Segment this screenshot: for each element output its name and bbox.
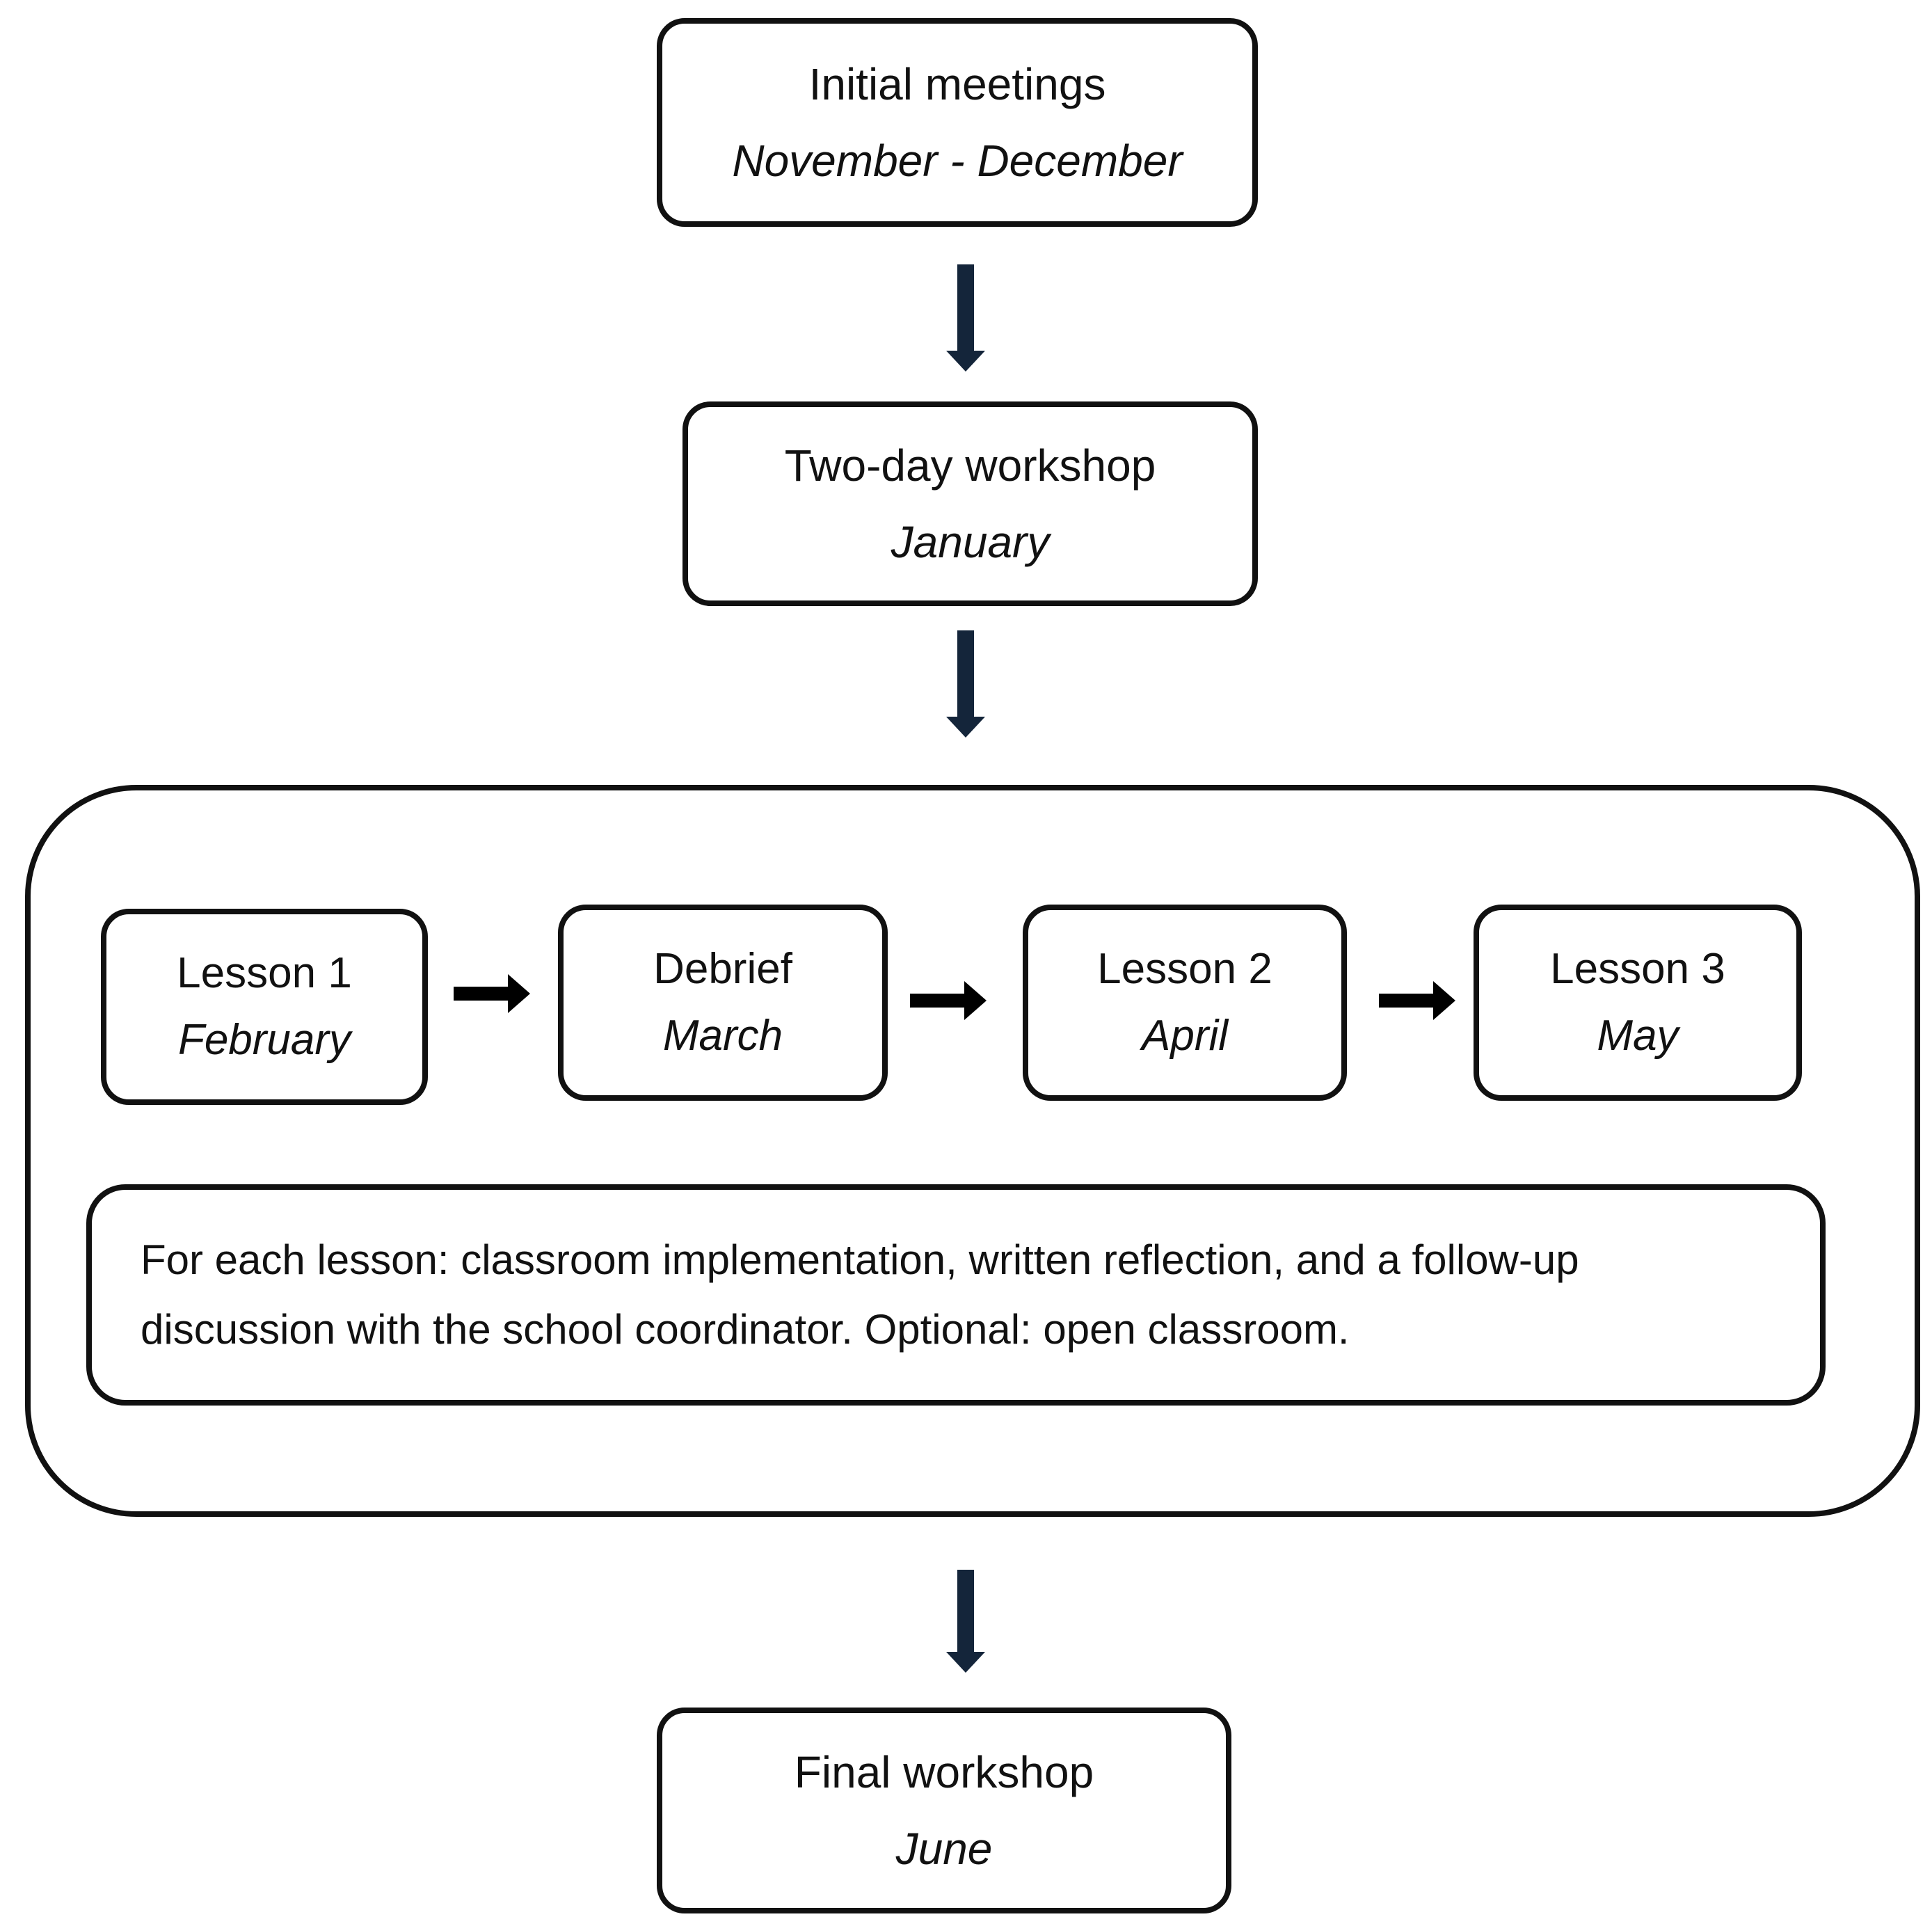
lesson-2-box: Lesson 2 April [1023,905,1347,1101]
final-workshop-box: Final workshop June [657,1708,1231,1913]
initial-meetings-title: Initial meetings [808,59,1106,109]
right-arrow-icon [454,974,530,1013]
lesson-activities-text: For each lesson: classroom implementatio… [141,1236,1579,1353]
two-day-workshop-time: January [891,517,1050,567]
lesson-2-time: April [1141,1012,1229,1060]
lesson-3-title: Lesson 3 [1550,945,1725,993]
final-workshop-title: Final workshop [794,1747,1094,1797]
right-arrow-icon [910,981,987,1020]
debrief-box: Debrief March [558,905,888,1101]
lesson-cycle-container [25,785,1920,1517]
lesson-activities-note: For each lesson: classroom implementatio… [86,1184,1826,1406]
lesson-3-box: Lesson 3 May [1474,905,1802,1101]
two-day-workshop-box: Two-day workshop January [682,401,1258,606]
final-workshop-time: June [895,1824,993,1874]
right-arrow-icon [1379,981,1455,1020]
lesson-1-box: Lesson 1 February [101,909,428,1105]
two-day-workshop-title: Two-day workshop [784,440,1156,491]
lesson-1-title: Lesson 1 [177,949,352,997]
initial-meetings-box: Initial meetings November - December [657,18,1258,227]
lesson-2-title: Lesson 2 [1097,945,1272,993]
debrief-time: March [662,1012,783,1060]
down-arrow-icon [946,264,985,372]
debrief-title: Debrief [653,945,792,993]
down-arrow-icon [946,630,985,738]
lesson-3-time: May [1597,1012,1679,1060]
initial-meetings-time: November - December [732,136,1183,186]
down-arrow-icon [946,1570,985,1673]
lesson-1-time: February [177,1016,351,1064]
